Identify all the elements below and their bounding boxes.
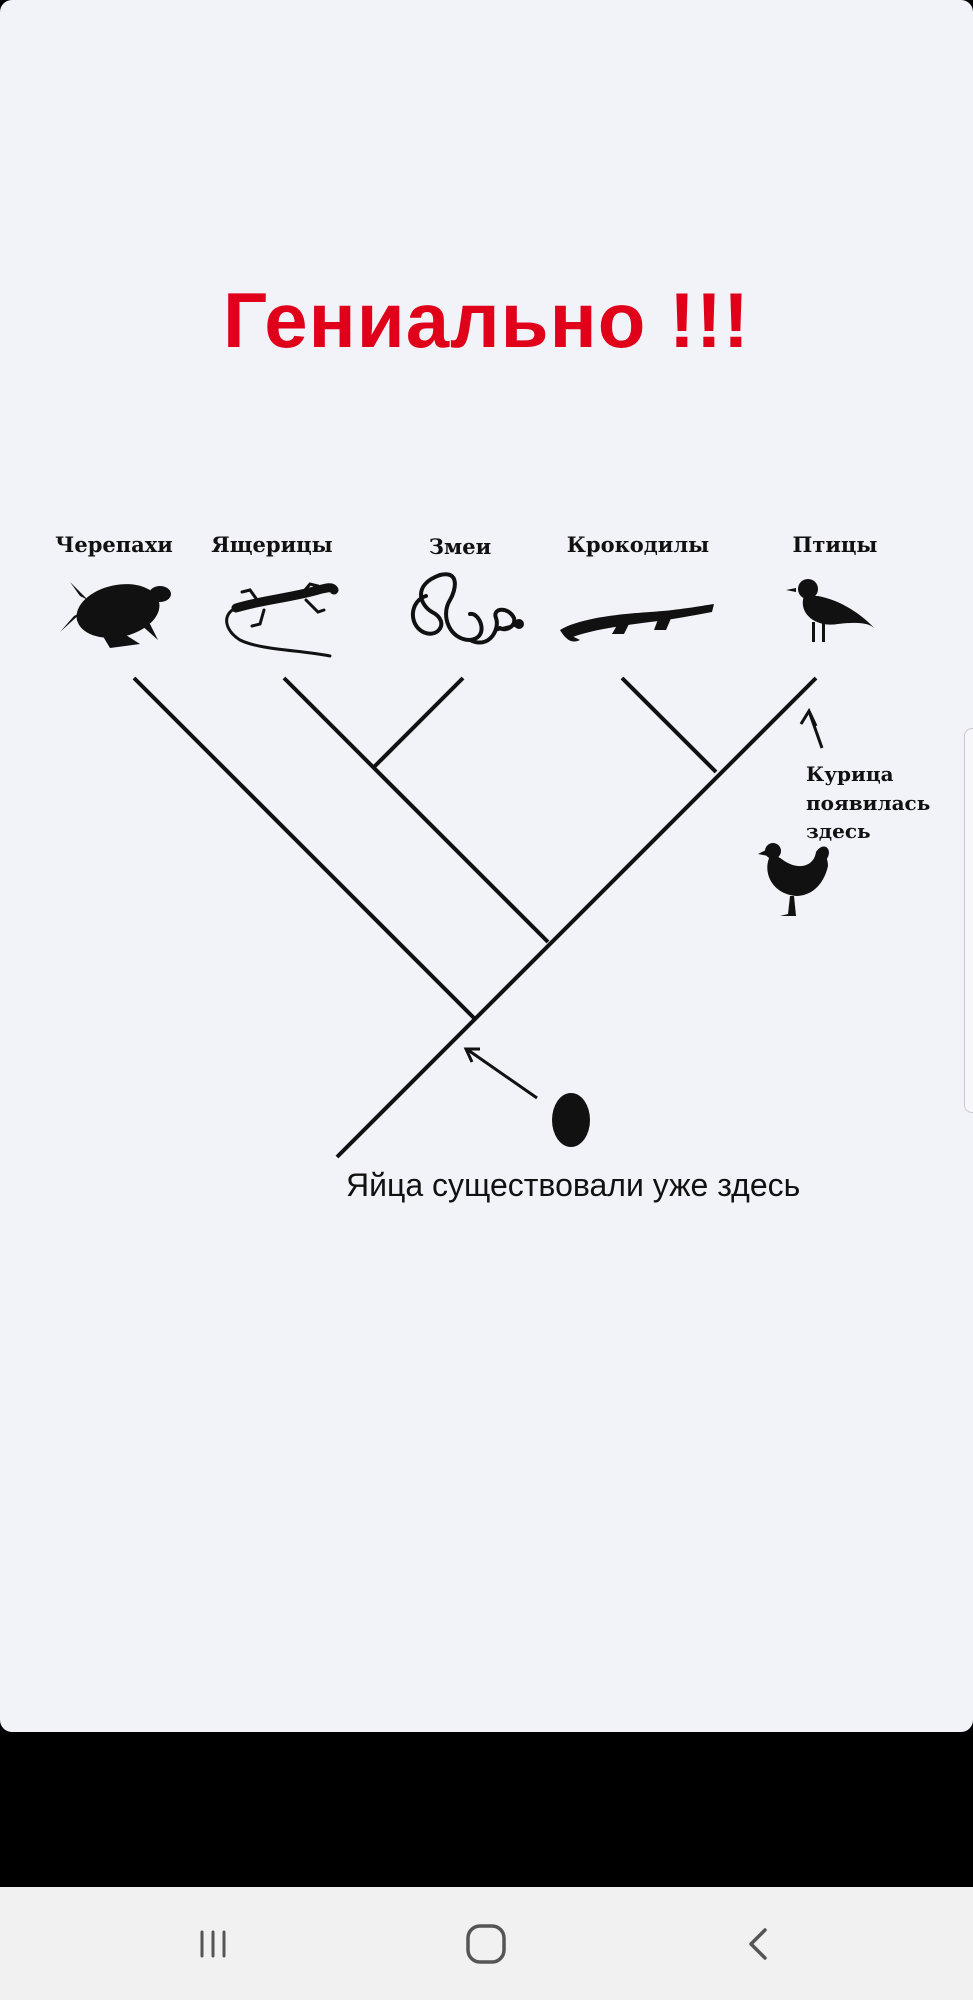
bird-icon [786, 579, 876, 642]
chicken-arrow [799, 707, 824, 749]
home-button[interactable] [416, 1887, 556, 2000]
tree-branches [132, 676, 818, 1159]
navigation-bar [0, 1887, 973, 2000]
turtle-icon [60, 582, 171, 648]
label-turtles: Черепахи [55, 532, 173, 557]
headline: Гениально !!! [223, 276, 750, 364]
egg-icon [552, 1093, 590, 1147]
label-snakes: Змеи [429, 534, 491, 559]
edge-panel-handle[interactable] [964, 728, 973, 1113]
image-viewer: Гениально !!! Черепахи Ящерицы Змеи Крок… [0, 0, 973, 1732]
chicken-icon [758, 843, 829, 916]
home-icon [466, 1923, 506, 1964]
recents-icon [200, 1930, 226, 1957]
chicken-annotation-line2: появилась [806, 791, 930, 815]
label-birds: Птицы [793, 532, 878, 557]
eggs-annotation: Яйца существовали уже здесь [346, 1167, 800, 1203]
crocodile-icon [560, 604, 714, 642]
phylogenetic-tree-diagram: Черепахи Ящерицы Змеи Крокодилы Птицы [55, 532, 930, 1203]
egg-arrow [463, 1047, 538, 1100]
label-lizards: Ящерицы [211, 532, 332, 557]
chicken-annotation-line1: Курица [806, 762, 894, 786]
chicken-annotation-line3: здесь [806, 819, 871, 843]
back-icon [749, 1927, 767, 1960]
label-crocodiles: Крокодилы [567, 532, 709, 557]
snake-icon [410, 572, 524, 645]
recents-button[interactable] [143, 1887, 283, 2000]
lizard-icon [225, 582, 339, 658]
back-button[interactable] [689, 1887, 829, 2000]
